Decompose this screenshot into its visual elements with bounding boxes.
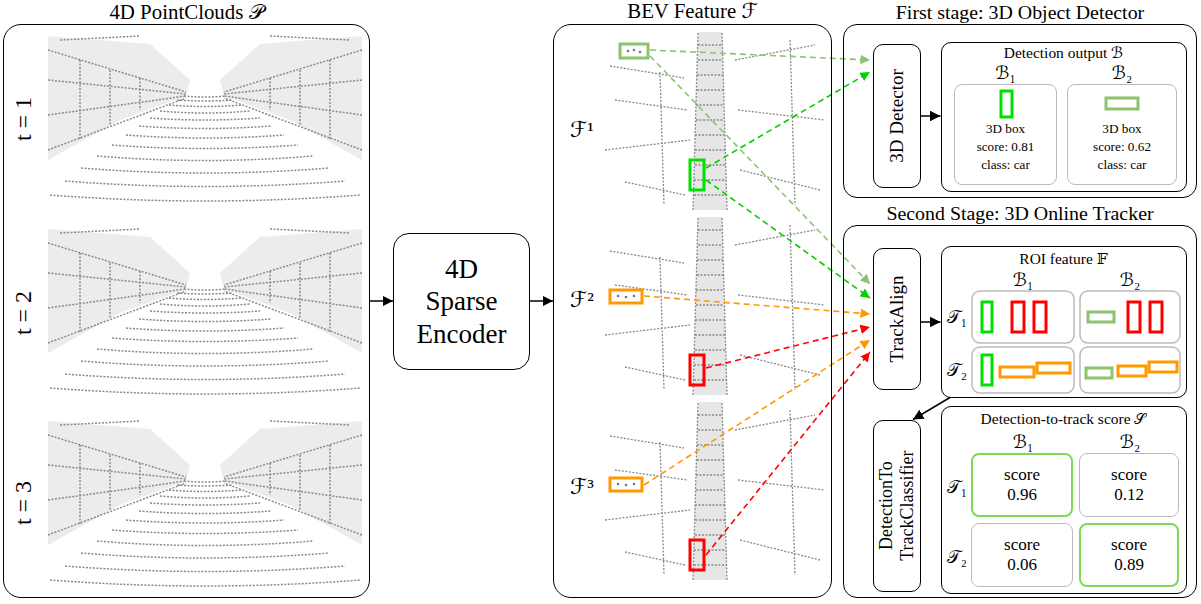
- node-title: Detection-to-track score 𝒮: [942, 410, 1186, 428]
- leader-lines: [644, 50, 870, 555]
- object-boxes: [610, 44, 704, 570]
- module-box: 3D Detector: [873, 44, 921, 188]
- node-text: score: 0.81: [955, 139, 1056, 154]
- node-title: 4D PointClouds 𝒫: [4, 0, 369, 24]
- roi-cells: [972, 291, 1180, 393]
- roi-box: ROI feature 𝔽: [941, 246, 1187, 398]
- connector-arrow: [913, 398, 950, 420]
- connector-arrow: [370, 300, 393, 302]
- connector-arrow: [921, 321, 941, 323]
- node-text: class: car: [1068, 157, 1176, 172]
- node-text: 3D box: [1068, 121, 1176, 136]
- score-cell: score 0.89: [1079, 523, 1179, 587]
- column-header: ℬ₂: [1120, 432, 1140, 453]
- detection-card: ℬ₂3D boxscore: 0.62class: car: [1067, 84, 1177, 185]
- node-title: score 0.12: [1101, 465, 1157, 506]
- node-title: 4D Sparse Encoder: [409, 253, 515, 350]
- node-title: ℬ₁: [955, 63, 1056, 84]
- module-box: TrackAlign: [873, 248, 921, 390]
- score-box: Detection-to-track score 𝒮 score 0.96 scor…: [941, 406, 1187, 594]
- input-panel: 4D PointClouds 𝒫: [3, 24, 370, 598]
- feature-label: ℱ²: [570, 287, 594, 312]
- connector-arrow: [921, 115, 941, 117]
- module-box: DetectionTo TrackClassifier: [873, 420, 921, 592]
- card-boxes: [1001, 91, 1138, 117]
- column-header: ℬ₂: [1120, 270, 1140, 291]
- node-title: TrackAlign: [886, 254, 908, 384]
- node-title: First stage: 3D Object Detector: [844, 1, 1196, 24]
- node-title: ROI feature 𝔽: [942, 250, 1186, 268]
- node-title: ℬ₂: [1068, 63, 1176, 84]
- node-title: score 0.96: [994, 465, 1050, 506]
- node-title: Detection output ℬ: [942, 44, 1186, 62]
- column-header: ℬ₁: [1013, 432, 1033, 453]
- row-header: 𝒯₂: [947, 360, 967, 381]
- detection-card: ℬ₁3D boxscore: 0.81class: car: [954, 84, 1057, 185]
- row-header: 𝒯₁: [947, 307, 967, 328]
- column-header: ℬ₁: [1013, 270, 1033, 291]
- node-title: 3D Detector: [886, 50, 908, 182]
- stage-box: First stage: 3D Object Detector3D Detect…: [843, 24, 1197, 198]
- node-title: score 0.89: [1101, 535, 1157, 576]
- node-text: class: car: [955, 157, 1056, 172]
- node-title: score 0.06: [994, 535, 1050, 576]
- row-header: 𝒯₁: [947, 477, 967, 498]
- bev-panel: BEV Feature ℱ: [553, 24, 832, 598]
- encoder-box: 4D Sparse Encoder: [393, 233, 530, 370]
- row-header: 𝒯₂: [947, 547, 967, 568]
- feature-label: ℱ¹: [570, 117, 594, 142]
- node-text: score: 0.62: [1068, 139, 1176, 154]
- score-cell: score 0.06: [971, 523, 1073, 587]
- score-cell: score 0.12: [1079, 453, 1179, 517]
- time-label: t = 2: [10, 291, 38, 335]
- node-title: BEV Feature ℱ: [554, 0, 831, 24]
- node-text: 3D box: [955, 121, 1056, 136]
- node-title: DetectionTo TrackClassifier: [876, 426, 917, 586]
- time-label: t = 1: [10, 97, 38, 141]
- node-title: Second Stage: 3D Online Tracker: [844, 202, 1196, 225]
- feature-label: ℱ³: [570, 474, 594, 499]
- score-cell: score 0.96: [971, 453, 1073, 517]
- time-label: t = 3: [10, 481, 38, 525]
- connector-arrow: [530, 300, 553, 302]
- output-box: Detection output ℬℬ₁ 3D box score: 0.81 cla…: [941, 42, 1187, 192]
